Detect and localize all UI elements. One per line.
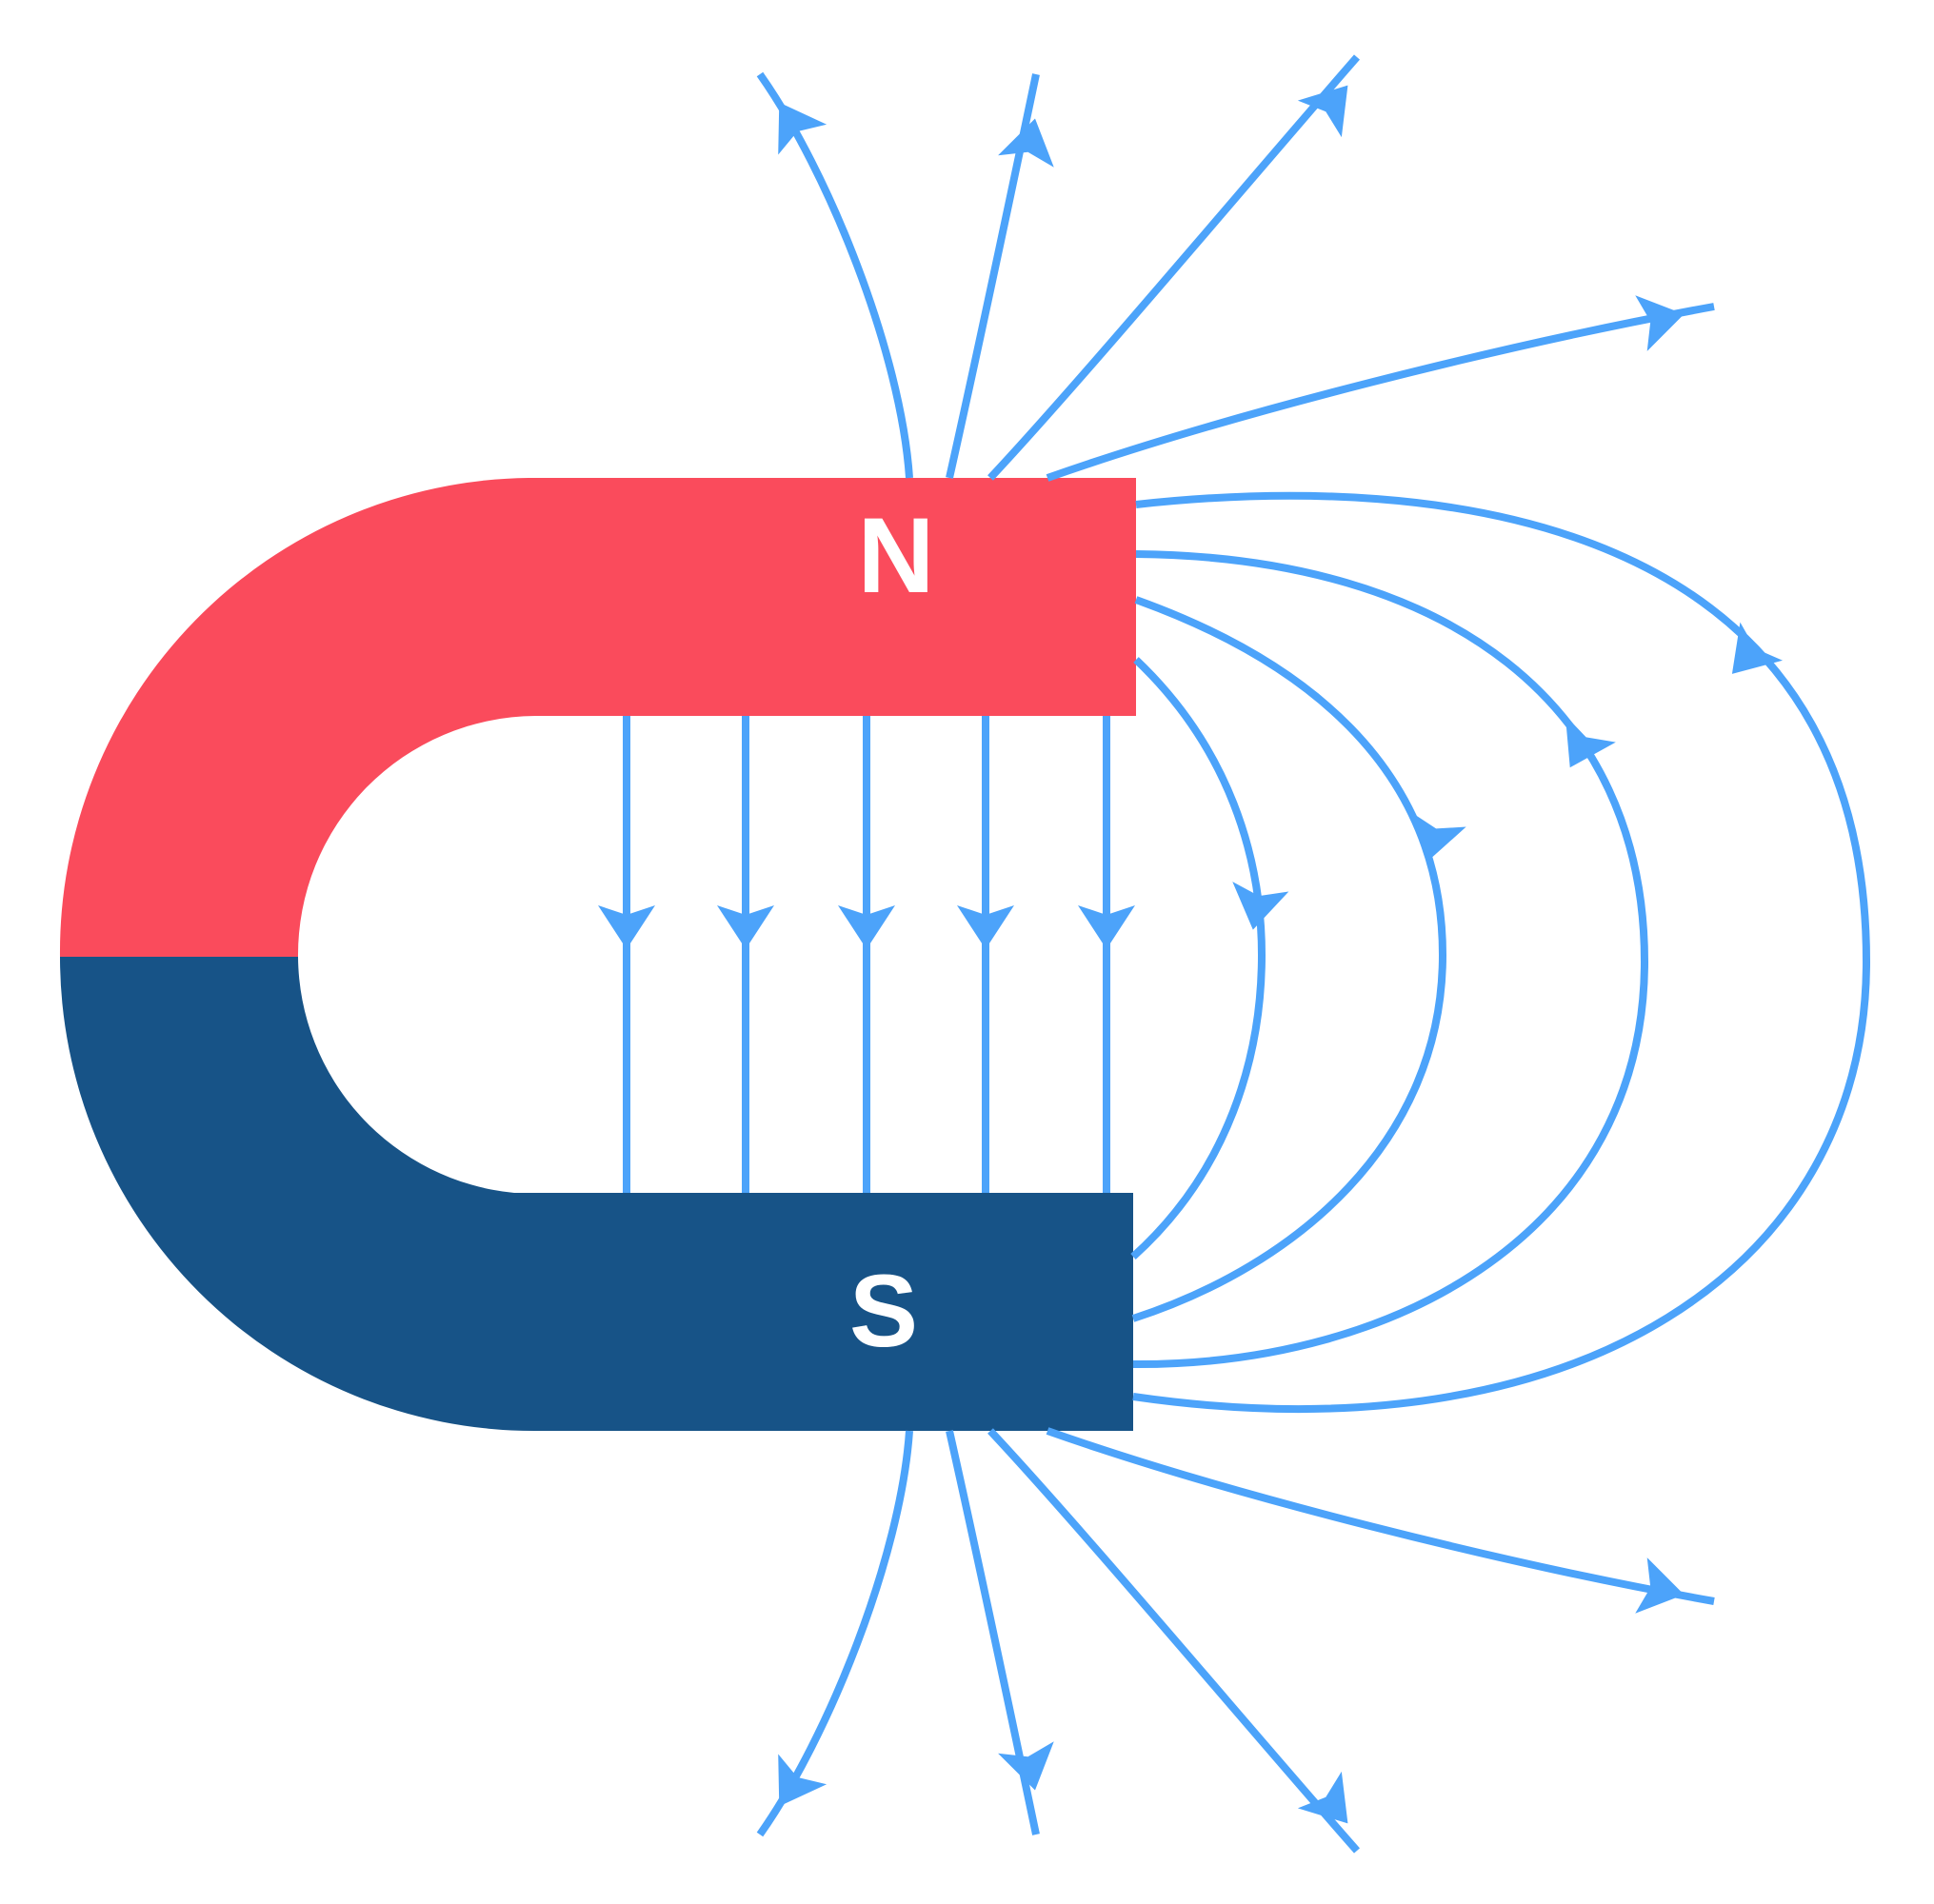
field-arrow-17	[1635, 1557, 1685, 1614]
top-line-3	[987, 54, 1361, 481]
field-arrow-5	[1078, 905, 1135, 949]
field-arrow-7	[1410, 811, 1466, 863]
bottom-line-4	[1046, 1427, 1715, 1605]
field-arrow-16	[1297, 1771, 1348, 1824]
south-arm	[60, 957, 1133, 1432]
north-arm	[59, 478, 1137, 957]
south-pole-label: S	[849, 1253, 918, 1368]
field-arrow-4	[957, 905, 1014, 949]
loop-3	[1132, 550, 1649, 1369]
field-arrow-13	[1635, 295, 1685, 351]
field-arrow-9	[1731, 622, 1784, 674]
loop-4	[1132, 491, 1871, 1413]
horseshoe-magnet	[59, 478, 1137, 1432]
field-arrows	[598, 85, 1784, 1824]
field-arrow-3	[838, 905, 895, 949]
field-arrow-8	[1565, 715, 1616, 768]
field-arrow-12	[1297, 85, 1348, 138]
field-arrow-1	[598, 905, 655, 949]
top-line-2	[946, 73, 1040, 479]
field-arrow-14	[778, 1754, 827, 1807]
bottom-line-3	[987, 1428, 1360, 1854]
loop-2	[1131, 596, 1447, 1322]
north-pole-label: N	[858, 496, 935, 615]
field-arrow-11	[998, 118, 1054, 168]
field-lines	[623, 54, 1871, 1854]
top-line-4	[1046, 303, 1715, 482]
field-arrow-10	[778, 102, 827, 155]
field-arrow-15	[998, 1741, 1054, 1791]
field-arrow-2	[717, 905, 774, 949]
field-arrow-6	[1232, 882, 1289, 930]
loop-1	[1130, 657, 1266, 1259]
bottom-line-2	[946, 1430, 1040, 1835]
